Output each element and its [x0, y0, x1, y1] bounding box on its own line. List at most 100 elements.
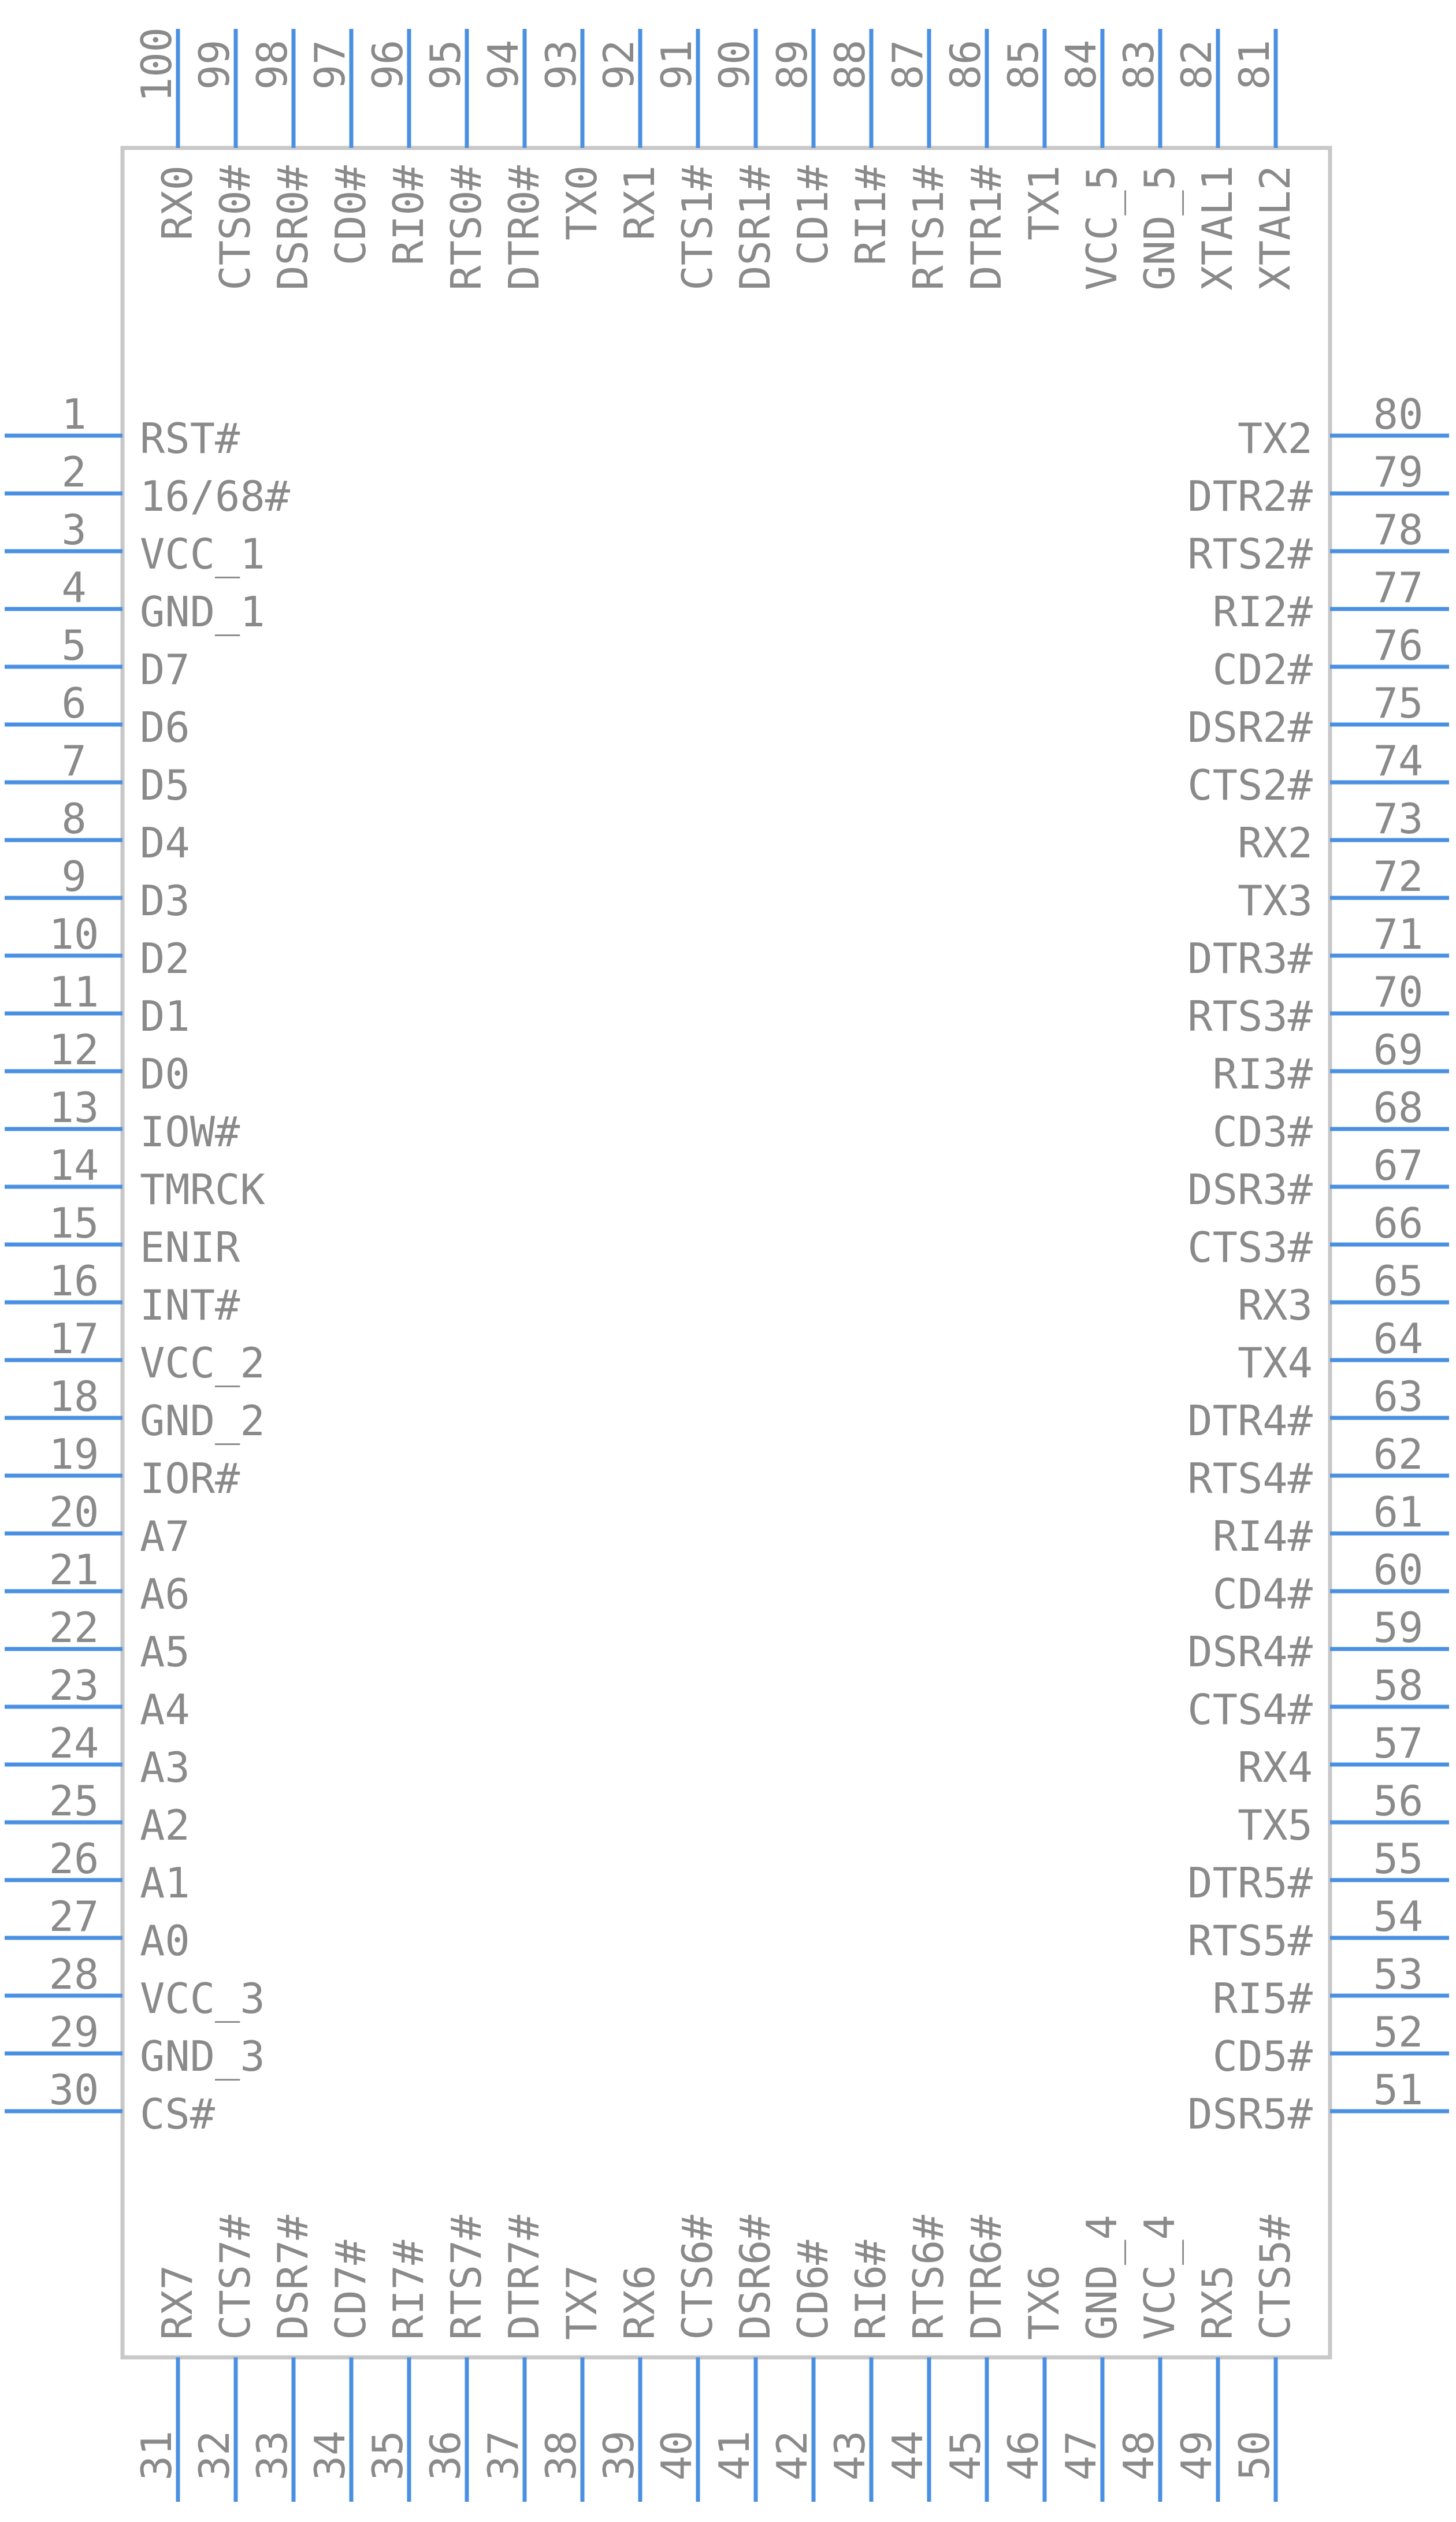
pin-label-27: A0 — [140, 1916, 190, 1965]
pin-number-100: 100 — [132, 27, 181, 102]
pin-label-88: RI1# — [846, 165, 895, 265]
pin-label-63: DTR4# — [1187, 1396, 1313, 1445]
pin-number-15: 15 — [49, 1199, 99, 1247]
pin-label-13: IOW# — [140, 1108, 240, 1156]
pin-number-85: 85 — [999, 40, 1048, 90]
pin-number-47: 47 — [1057, 2431, 1105, 2481]
pin-label-80: TX2 — [1238, 414, 1313, 463]
pin-number-2: 2 — [61, 448, 86, 496]
pin-number-80: 80 — [1373, 390, 1424, 439]
pin-label-71: DTR3# — [1187, 934, 1313, 983]
pin-label-77: RI2# — [1213, 588, 1313, 636]
pin-number-20: 20 — [49, 1488, 99, 1536]
pin-label-29: GND_3 — [140, 2032, 265, 2081]
pin-number-9: 9 — [61, 852, 86, 901]
pin-number-36: 36 — [421, 2431, 470, 2481]
pin-label-37: DTR7# — [500, 2215, 548, 2340]
pin-label-68: CD3# — [1213, 1108, 1313, 1156]
pin-number-68: 68 — [1373, 1083, 1424, 1132]
pin-number-86: 86 — [941, 40, 990, 90]
pin-number-64: 64 — [1373, 1314, 1424, 1363]
pin-number-60: 60 — [1373, 1546, 1424, 1594]
pin-label-66: CTS3# — [1187, 1223, 1313, 1272]
pin-label-76: CD2# — [1213, 645, 1313, 694]
pin-label-85: TX1 — [1020, 165, 1068, 240]
pin-label-82: XTAL1 — [1193, 165, 1242, 291]
pin-label-23: A4 — [140, 1685, 190, 1734]
pin-number-92: 92 — [595, 40, 643, 90]
pin-label-36: RTS7# — [442, 2215, 491, 2340]
pin-number-22: 22 — [49, 1603, 99, 1652]
pin-number-30: 30 — [49, 2066, 99, 2114]
pin-number-46: 46 — [999, 2431, 1048, 2481]
pin-number-1: 1 — [61, 390, 86, 439]
pin-number-14: 14 — [49, 1141, 99, 1190]
pin-label-50: CTS5# — [1251, 2215, 1299, 2340]
pin-number-17: 17 — [49, 1314, 99, 1363]
pin-number-38: 38 — [537, 2431, 585, 2481]
pin-label-89: CD1# — [789, 165, 837, 265]
pin-label-44: RTS6# — [904, 2215, 953, 2340]
pin-number-72: 72 — [1373, 852, 1424, 901]
pin-label-60: CD4# — [1213, 1570, 1313, 1618]
pin-number-23: 23 — [49, 1661, 99, 1710]
pin-number-84: 84 — [1057, 40, 1105, 90]
pin-label-69: RI3# — [1213, 1050, 1313, 1098]
pin-label-92: RX1 — [615, 165, 664, 240]
pin-label-91: CTS1# — [673, 165, 722, 290]
pin-label-14: TMRCK — [140, 1165, 265, 1214]
pin-number-53: 53 — [1373, 1950, 1424, 1999]
pin-number-29: 29 — [49, 2008, 99, 2056]
pin-number-10: 10 — [49, 910, 99, 959]
pin-label-58: CTS4# — [1187, 1685, 1313, 1734]
pin-number-69: 69 — [1373, 1026, 1424, 1074]
pin-label-41: DSR6# — [731, 2215, 779, 2340]
pin-number-52: 52 — [1373, 2008, 1424, 2056]
pin-label-3: VCC_1 — [140, 530, 265, 578]
pin-label-12: D0 — [140, 1050, 190, 1098]
pin-number-55: 55 — [1373, 1834, 1424, 1883]
pin-label-8: D4 — [140, 819, 190, 867]
pin-number-89: 89 — [768, 40, 816, 90]
pin-label-97: CD0# — [326, 165, 375, 265]
pin-number-50: 50 — [1230, 2431, 1279, 2481]
pin-number-35: 35 — [363, 2431, 412, 2481]
pin-label-10: D2 — [140, 934, 190, 983]
pin-number-57: 57 — [1373, 1719, 1424, 1767]
pin-number-74: 74 — [1373, 737, 1424, 785]
pin-label-49: RX5 — [1193, 2265, 1242, 2340]
pin-number-62: 62 — [1373, 1430, 1424, 1479]
pin-number-39: 39 — [595, 2431, 643, 2481]
pin-number-91: 91 — [652, 40, 701, 90]
pin-number-66: 66 — [1373, 1199, 1424, 1247]
pin-label-34: CD7# — [326, 2239, 375, 2340]
pin-label-11: D1 — [140, 992, 190, 1041]
pin-label-6: D6 — [140, 703, 190, 752]
pin-number-96: 96 — [363, 40, 412, 90]
pin-number-65: 65 — [1373, 1257, 1424, 1305]
pin-label-95: RTS0# — [442, 165, 491, 290]
pin-label-87: RTS1# — [904, 165, 953, 290]
pin-label-35: RI7# — [384, 2239, 433, 2340]
pin-number-19: 19 — [49, 1430, 99, 1479]
pin-number-21: 21 — [49, 1546, 99, 1594]
pin-label-62: RTS4# — [1187, 1454, 1313, 1503]
pin-number-75: 75 — [1373, 679, 1424, 727]
pin-number-8: 8 — [61, 794, 86, 843]
pin-number-73: 73 — [1373, 794, 1424, 843]
pin-label-33: DSR7# — [269, 2215, 317, 2340]
pin-label-72: TX3 — [1238, 876, 1313, 925]
pin-label-52: CD5# — [1213, 2032, 1313, 2081]
pin-label-20: A7 — [140, 1512, 190, 1561]
pin-number-45: 45 — [941, 2431, 990, 2481]
pin-number-97: 97 — [306, 40, 354, 90]
pin-number-67: 67 — [1373, 1141, 1424, 1190]
pin-number-98: 98 — [248, 40, 296, 90]
pin-number-6: 6 — [61, 679, 86, 727]
pin-number-12: 12 — [49, 1026, 99, 1074]
pin-label-15: ENIR — [140, 1223, 240, 1272]
pin-number-79: 79 — [1373, 448, 1424, 496]
pin-label-31: RX7 — [153, 2265, 202, 2340]
